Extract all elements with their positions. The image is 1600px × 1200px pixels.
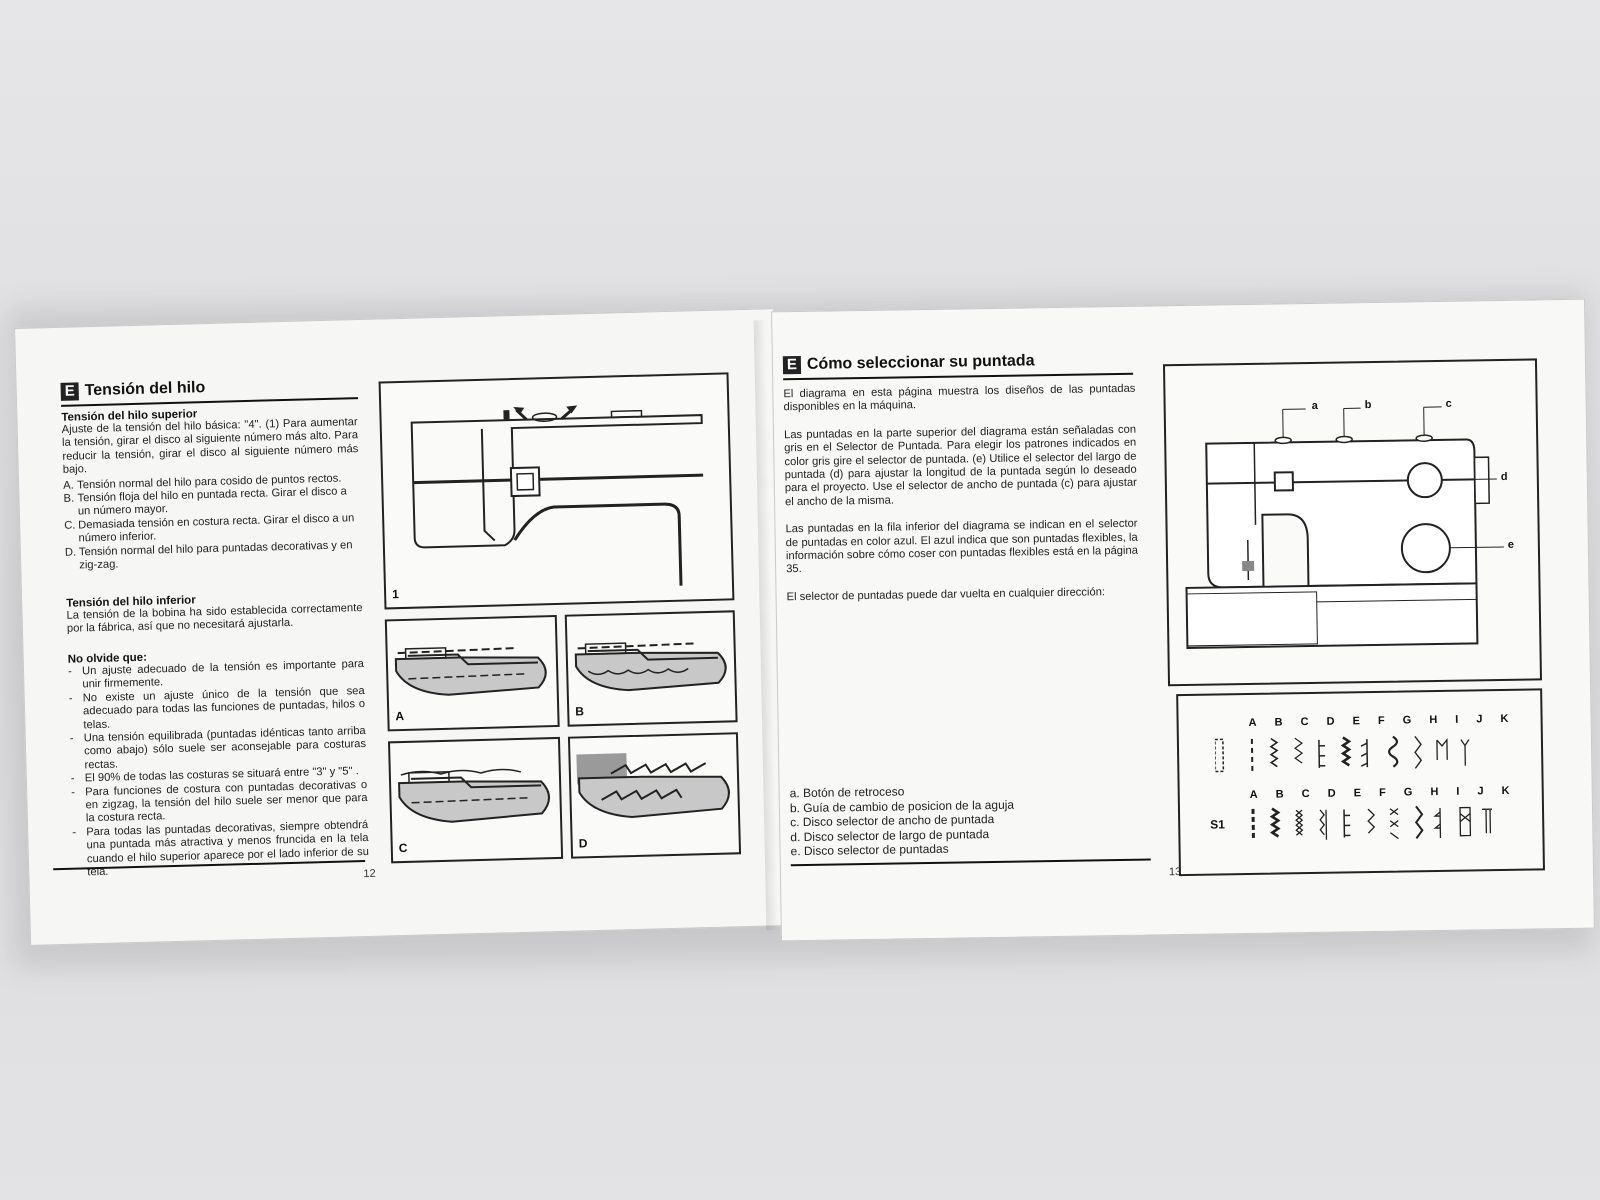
reminder-section: No olvide que: -Un ajuste adecuado de la… — [68, 646, 370, 880]
callout-label: d — [1500, 470, 1508, 483]
callout-label: e — [1507, 538, 1515, 551]
callout-label: b — [1364, 399, 1372, 412]
fabric-stitch-illustration — [398, 768, 551, 823]
figure-d-zigzag-tension: D — [567, 732, 742, 859]
stitch-patterns-row-1 — [1214, 735, 1470, 773]
figure-a-normal-tension: A — [384, 614, 560, 732]
upper-thread-list: A.Tensión normal del hilo para cosido de… — [63, 472, 361, 574]
figure-label: C — [398, 840, 408, 856]
figure-label: B — [575, 704, 585, 719]
section-letter-badge: E — [60, 382, 79, 401]
paragraph: El selector de puntadas puede dar vuelta… — [786, 586, 1106, 604]
upper-thread-section: Tensión del hilo superior Ajuste de la t… — [61, 404, 361, 573]
list-item: -Para todas las puntadas decorativas, si… — [72, 818, 370, 879]
callout-label: c — [1445, 397, 1452, 410]
callout-label: a — [1311, 399, 1318, 412]
heading-rule — [783, 372, 1134, 381]
machine-diagram: a b c d e — [1162, 358, 1542, 687]
figure-label: 1 — [391, 587, 400, 602]
figure-label: A — [395, 708, 405, 724]
figure-1-machine-tension: 1 — [378, 372, 735, 610]
figure-c-tight-tension: C — [387, 736, 564, 864]
figure-b-loose-tension: B — [564, 610, 738, 727]
lower-thread-section: Tensión del hilo inferior La tensión de … — [66, 590, 363, 637]
intro-text: El diagrama en esta página muestra los d… — [783, 383, 1138, 605]
fabric-stitch-illustration — [394, 646, 547, 696]
sewing-machine-illustration — [1185, 406, 1504, 649]
page-number: 12 — [363, 867, 376, 881]
fabric-stitch-illustration — [574, 642, 727, 692]
paragraph: El diagrama en esta página muestra los d… — [783, 382, 1136, 414]
machine-top-illustration — [410, 405, 704, 586]
fabric-stitch-illustration — [576, 753, 730, 819]
figure-label: D — [578, 836, 588, 851]
left-page-title: Tensión del hilo — [84, 379, 206, 400]
paragraph: Las puntadas en la fila inferior del dia… — [785, 517, 1139, 576]
section-letter-badge: E — [782, 355, 802, 375]
parts-legend: a. Botón de retroceso b. Guía de cambio … — [790, 781, 1151, 859]
left-page: E Tensión del hilo Tensión del hilo super… — [14, 308, 790, 946]
reminder-list: -Un ajuste adecuado de la tensión es imp… — [68, 658, 370, 880]
upper-thread-paragraph: Ajuste de la tensión del hilo básica: "4… — [61, 416, 359, 477]
paragraph: Las puntadas en la parte superior del di… — [783, 423, 1137, 509]
bottom-rule — [790, 858, 1151, 866]
stitch-patterns-row-2 — [1251, 805, 1493, 841]
left-section-heading: E Tensión del hilo — [60, 379, 205, 401]
right-page-title: Cómo seleccionar su puntada — [806, 352, 1035, 373]
